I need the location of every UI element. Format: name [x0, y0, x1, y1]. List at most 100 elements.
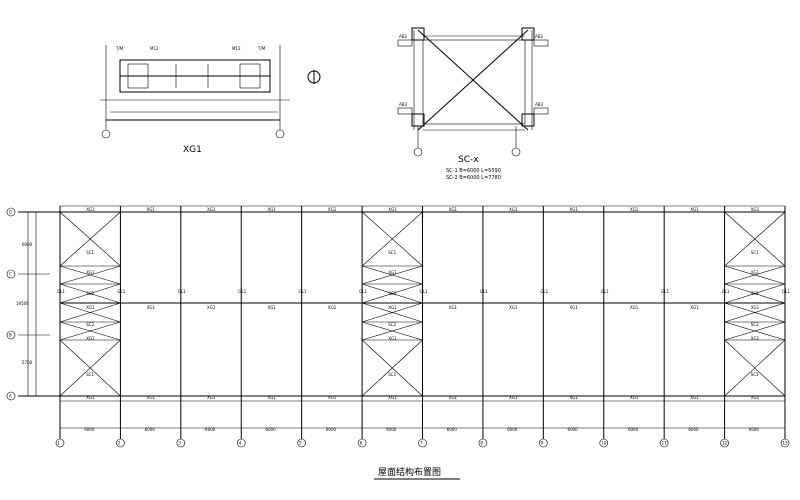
col-label: GL1 [540, 289, 548, 294]
purlin-label-top: XG1 [630, 207, 639, 212]
row-axis-label: B [9, 333, 12, 338]
purlin-label-bot: XG1 [207, 395, 216, 400]
purlin-label-mid: XG1 [388, 305, 397, 310]
col-label: GL1 [661, 289, 669, 294]
purlin-label-mid: XG1 [509, 305, 518, 310]
purlin-label-top: XG1 [388, 207, 397, 212]
col-axis-label: 2 [118, 441, 121, 446]
sc-tag-1: AB2 [535, 34, 543, 39]
xg1-label-1: T/M [115, 46, 124, 51]
brace-label: SC1 [86, 250, 94, 255]
col-axis-label: 1 [58, 441, 61, 446]
row-axis-bubble [6, 391, 16, 401]
col-axis-label: 10 [601, 441, 607, 446]
purlin-label-mid: XG1 [690, 305, 699, 310]
dim-label: 6000 [749, 427, 760, 432]
col-axis-label: 9 [541, 441, 544, 446]
xg1-label-3: M12 [232, 46, 241, 51]
row-axis-label: D [9, 210, 12, 215]
brace-diagonal [724, 283, 786, 304]
brace-diagonal [724, 339, 786, 397]
side-dim-1: 19500 [16, 301, 29, 306]
purlin-label-top: XG1 [86, 207, 95, 212]
brace-label: XG1 [86, 270, 95, 275]
purlin-label-top: XG1 [147, 207, 156, 212]
sc-title: SC-x [458, 155, 479, 165]
purlin-label-bot: XG1 [751, 395, 760, 400]
brace-diagonal [361, 265, 423, 285]
purlin-label-bot: XG1 [388, 395, 397, 400]
brace-label: SC2 [388, 291, 396, 296]
col-label: GL1 [238, 289, 246, 294]
col-label: GL1 [722, 289, 730, 294]
sc-detail: AB2 AB2 AB2 AB2 SC-x SC-1 B=6000 L=5590 … [397, 27, 549, 181]
col-label: GL1 [359, 289, 367, 294]
sc-tag-3: AB2 [535, 102, 543, 107]
row-axis-label: C [9, 272, 12, 277]
col-label: GL1 [299, 289, 307, 294]
sc-tag-0: AB2 [399, 34, 407, 39]
dim-label: 6000 [326, 427, 337, 432]
purlin-label-bot: XG1 [267, 395, 276, 400]
brace-diagonal [59, 265, 121, 285]
brace-label: XG1 [388, 336, 397, 341]
purlin-label-mid: XG1 [449, 305, 458, 310]
purlin-label-top: XG1 [751, 207, 760, 212]
purlin-label-top: XG1 [267, 207, 276, 212]
brace-diagonal [59, 283, 121, 304]
col-axis-bubble [55, 438, 65, 448]
col-axis-label: 11 [662, 441, 668, 446]
brace-label: SC1 [751, 372, 759, 377]
col-axis-bubble [176, 438, 186, 448]
col-axis-label: 12 [722, 441, 728, 446]
side-dim-2: 5700 [22, 360, 33, 365]
brace-diagonal [59, 211, 121, 267]
purlin-label-mid: XG1 [207, 305, 216, 310]
purlin-label-bot: XG1 [509, 395, 518, 400]
col-axis-bubble [539, 438, 548, 448]
dim-label: 6000 [84, 427, 95, 432]
col-label: GL1 [117, 289, 125, 294]
purlin-label-top: XG1 [570, 207, 579, 212]
col-axis-bubble [418, 438, 427, 448]
col-label: GL1 [480, 289, 488, 294]
purlin-label-bot: XG1 [449, 395, 458, 400]
purlin-label-top: XG1 [207, 207, 216, 212]
brace-label: SC2 [86, 322, 94, 327]
dim-label: 6000 [447, 427, 458, 432]
col-axis-label: 5 [299, 441, 302, 446]
plan-title: 屋面结构布置图 [378, 466, 441, 478]
dim-label: 6000 [568, 427, 579, 432]
brace-label: SC2 [751, 322, 759, 327]
col-axis-bubble [599, 438, 609, 448]
brace-diagonal [724, 302, 786, 323]
brace-diagonal [361, 302, 423, 323]
brace-label: SC1 [751, 250, 759, 255]
col-label: GL1 [420, 289, 428, 294]
xg1-title: XG1 [183, 145, 202, 155]
col-axis-label: 6 [360, 441, 363, 446]
purlin-label-top: XG1 [449, 207, 458, 212]
roof-plan: 6900195005700DCBA1GL12GL13GL14GL15GL16GL… [6, 205, 790, 448]
col-axis-label: 3 [178, 441, 181, 446]
col-axis-label: 7 [420, 441, 423, 446]
brace-label: SC2 [388, 322, 396, 327]
col-axis-bubble [780, 438, 790, 448]
brace-label: XG1 [388, 270, 397, 275]
purlin-label-mid: XG1 [86, 305, 95, 310]
dim-label: 6000 [507, 427, 518, 432]
brace-diagonal [724, 265, 786, 285]
dim-label: 6000 [205, 427, 216, 432]
brace-diagonal [724, 321, 786, 341]
dim-label: 6000 [688, 427, 699, 432]
col-axis-bubble [720, 438, 729, 448]
sc-tag-2: AB2 [399, 102, 407, 107]
brace-label: SC2 [86, 291, 94, 296]
brace-diagonal [724, 211, 786, 267]
brace-label: XG1 [751, 336, 760, 341]
brace-label: SC1 [388, 372, 396, 377]
col-axis-bubble [236, 438, 246, 448]
brace-diagonal [59, 302, 121, 323]
col-axis-bubble [297, 438, 306, 448]
brace-label: SC2 [751, 291, 759, 296]
